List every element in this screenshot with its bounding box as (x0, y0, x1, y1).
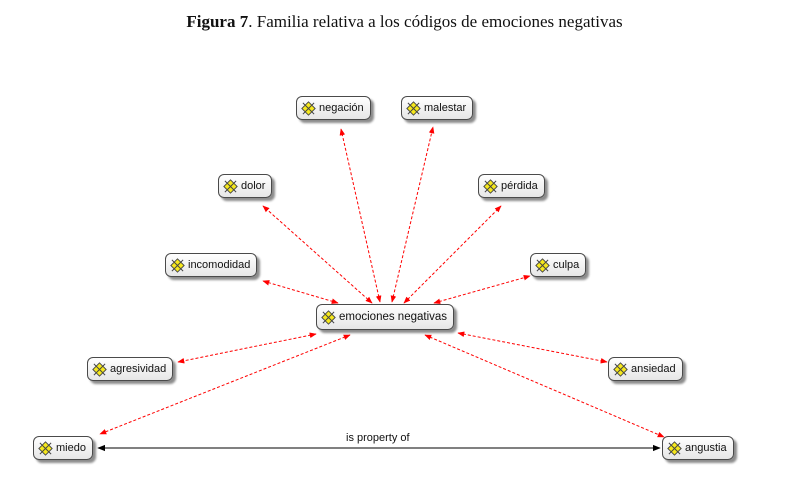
node-culpa[interactable]: culpa (530, 253, 587, 277)
node-label: agresividad (110, 363, 167, 375)
node-miedo[interactable]: miedo (33, 436, 93, 460)
edge-label-is-property-of: is property of (346, 432, 410, 444)
node-ansiedad[interactable]: ansiedad (608, 357, 683, 381)
node-label: malestar (424, 102, 467, 114)
node-label: dolor (241, 180, 266, 192)
code-icon (406, 100, 421, 116)
code-icon (613, 361, 628, 377)
node-label: ansiedad (631, 363, 676, 375)
edge-center-culpa (433, 275, 531, 304)
node-negacion[interactable]: negación (296, 96, 371, 120)
edge-center-dolor (262, 205, 373, 304)
figure-number: Figura 7 (186, 12, 249, 31)
node-label: emociones negativas (339, 311, 448, 323)
node-label: pérdida (501, 180, 538, 192)
edge-center-incomodidad (262, 280, 339, 304)
edge-center-angustia (424, 334, 665, 438)
code-icon (535, 257, 550, 273)
node-dolor[interactable]: dolor (218, 174, 273, 198)
edge-center-malestar (390, 126, 435, 303)
code-icon (38, 440, 53, 456)
code-icon (321, 309, 336, 325)
node-label: negación (319, 102, 364, 114)
edge-center-negacion (339, 128, 382, 303)
node-label: angustia (685, 442, 727, 454)
node-emociones-negativas[interactable]: emociones negativas (316, 304, 455, 330)
code-icon (92, 361, 107, 377)
figure-title: . Familia relativa a los códigos de emoc… (248, 12, 623, 31)
node-agresividad[interactable]: agresividad (87, 357, 174, 381)
code-icon (667, 440, 682, 456)
edge-center-agresividad (177, 332, 317, 364)
code-icon (483, 178, 498, 194)
node-perdida[interactable]: pérdida (478, 174, 545, 198)
edge-center-miedo (99, 334, 351, 435)
edge-center-perdida (403, 205, 502, 304)
node-label: miedo (56, 442, 86, 454)
node-malestar[interactable]: malestar (401, 96, 474, 120)
node-label: culpa (553, 259, 580, 271)
node-label: incomodidad (188, 259, 251, 271)
code-icon (170, 257, 185, 273)
edge-center-ansiedad (457, 331, 608, 364)
node-incomodidad[interactable]: incomodidad (165, 253, 258, 277)
node-angustia[interactable]: angustia (662, 436, 734, 460)
figure-caption: Figura 7. Familia relativa a los códigos… (0, 12, 809, 32)
code-icon (301, 100, 316, 116)
code-icon (223, 178, 238, 194)
